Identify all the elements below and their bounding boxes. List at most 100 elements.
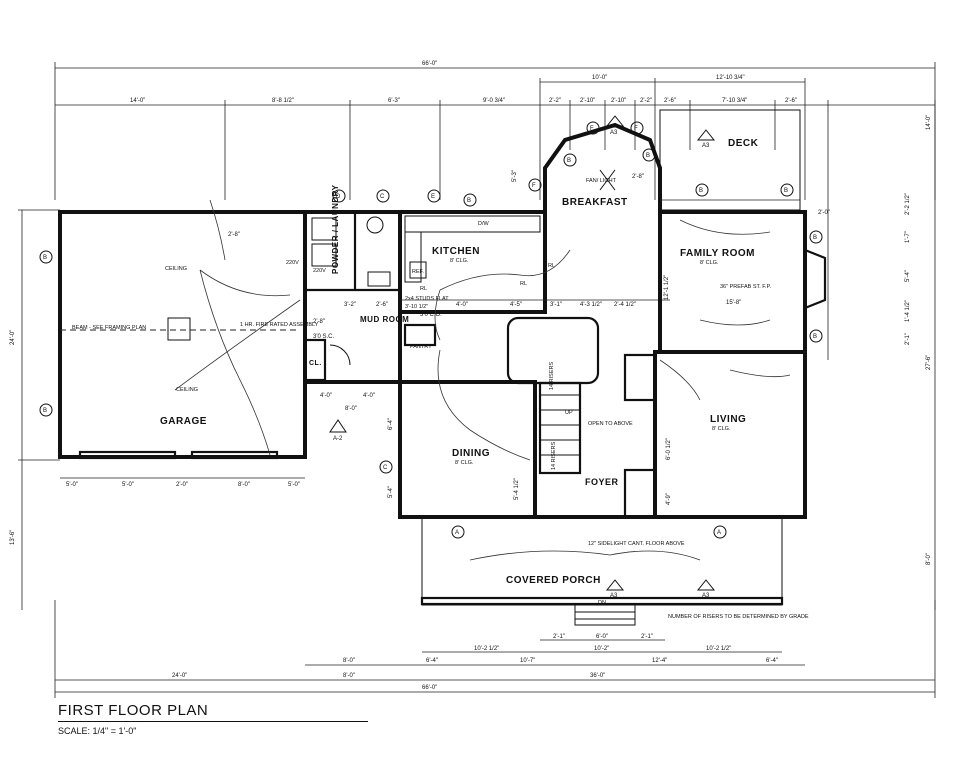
220v-note: 220V: [286, 260, 299, 266]
prefab-note: 36" PREFAB ST. F.P.: [720, 284, 772, 290]
garage-door-dim: 2'-8": [228, 232, 240, 238]
dining-dim-2: 5'-4": [388, 486, 394, 498]
breakfast-section-tag: A3: [610, 130, 618, 136]
plan-scale: SCALE: 1/4" = 1'-0": [58, 726, 137, 736]
220v-note-2: 220V: [313, 268, 326, 274]
bottom-dimensions: 2'-1" 6'-0" 2'-1" 10'-2 1/2" 10'-2" 10'-…: [54, 600, 936, 698]
dw-label: D/W: [478, 221, 490, 227]
kitchen-tag-b: B: [467, 198, 471, 204]
dining-dim-3: 5'-4 1/2": [514, 478, 520, 500]
dim-overall-top: 66'-0": [422, 61, 437, 67]
prefab-dim: 15'-8": [726, 300, 741, 306]
dim-10ft: 10'-0": [592, 75, 607, 81]
mud-dim-m4: 4'-0": [320, 393, 332, 399]
porch-dim-p5: 2'-1": [641, 634, 653, 640]
porch-dim-p3: 2'-1": [553, 634, 565, 640]
kitchen-tag-e: E: [431, 194, 435, 200]
porch-dim-p4: 6'-0": [596, 634, 608, 640]
porch-tag-a2: A: [717, 530, 721, 536]
dim-12ft: 12'-10 3/4": [716, 75, 745, 81]
bottom-dim-overall: 66'-0": [422, 685, 437, 691]
dim-9ft: 9'-0 3/4": [483, 98, 505, 104]
kitchen-dim-k4: 4'-3 1/2": [580, 302, 602, 308]
garage: GARAGE BEAM - SEE FRAMING PLAN CEILING C…: [39, 199, 319, 488]
family-room: FAMILY ROOM 8' CLG. 36" PREFAB ST. F.P. …: [658, 210, 830, 354]
family-dim-f1: 12'-1 1/2": [664, 275, 670, 300]
kitchen-dim-k5: 2'-4 1/2": [614, 302, 636, 308]
bottom-dim-c4: 24'-0": [172, 673, 187, 679]
dim-right-8ft: 8'-0": [926, 553, 932, 565]
risers-note: NUMBER OF RISERS TO BE DETERMINED BY GRA…: [668, 614, 809, 620]
breakfast: BREAKFAST FAN/ LIGHT 2'-8" F F B B F A3: [528, 115, 662, 212]
pantry-label: PANTRY: [410, 344, 432, 350]
porch-section-tag-2: A3: [702, 593, 710, 599]
dim-2ft10a: 2'-10": [580, 98, 595, 104]
dim-r1: 2'-2 1/2": [905, 193, 911, 215]
breakfast-tag-f2: F: [634, 126, 638, 132]
family-room-ceiling: 8' CLG.: [700, 260, 719, 266]
kitchen-dim-k2: 4'-5": [510, 302, 522, 308]
dining: DINING 8' CLG. C 6'-4" 5'-4" 5'-4 1/2": [379, 312, 537, 519]
breakfast-label: BREAKFAST: [562, 197, 628, 208]
bottom-dim-b1: 6'-4": [426, 658, 438, 664]
bottom-dim-c2: 36'-0": [590, 673, 605, 679]
dim-2ft2b: 2'-2": [640, 98, 652, 104]
mud-dim-m7: 3'0 S.C.: [313, 334, 334, 340]
bottom-dim-c1b: 8'-0": [343, 673, 355, 679]
kitchen-ceiling: 8' CLG.: [450, 258, 469, 264]
porch-section-tag-1: A3: [610, 593, 618, 599]
kitchen-dim-k6: 4'-0": [456, 302, 468, 308]
laundry-tag-c: C: [380, 194, 385, 200]
porch-dim-p2: 10'-2 1/2": [706, 646, 731, 652]
powder-laundry-label: POWDER / LAUNDRY: [331, 184, 340, 274]
bottom-dim-b2: 10'-7": [520, 658, 535, 664]
dim-2ft6a: 2'-6": [664, 98, 676, 104]
dim-right-27ft: 27'-6": [926, 355, 932, 370]
dim-left-24ft: 24'-0": [10, 330, 16, 345]
dim-14ft: 14'-0": [130, 98, 145, 104]
dim-2ft2a: 2'-2": [549, 98, 561, 104]
bottom-dim-b5: 6'-4": [766, 658, 778, 664]
mud-room-label: MUD ROOM: [360, 315, 409, 324]
kitchen-label: KITCHEN: [432, 246, 480, 257]
laundry-tag-d: D: [336, 194, 341, 200]
mud-dim-m5: 8'-0": [345, 406, 357, 412]
dim-k1: 5'-3": [512, 170, 518, 182]
kitchen-dim-k3: 3'-1": [550, 302, 562, 308]
bottom-dim-b4: 12'-4": [652, 658, 667, 664]
dim-right-14ft: 14'-0": [926, 115, 932, 130]
foyer-label: FOYER: [585, 477, 619, 487]
family-dim-f3: 2'-0": [818, 210, 830, 216]
deck-section-tag: A3: [702, 143, 710, 149]
rl-label-2: RL: [520, 281, 527, 287]
fan-light-note: FAN/ LIGHT: [586, 178, 617, 184]
dim-r4: 1'-4 1/2": [905, 300, 911, 322]
top-dimensions: 66'-0" 10'-0" 12'-10 3/4" 14'-0" 8'-8 1/…: [54, 61, 936, 200]
breakfast-tag-f3: F: [532, 183, 536, 189]
bottom-dim-c1a: 8'-0": [343, 658, 355, 664]
porch-tag-a1: A: [455, 530, 459, 536]
garage-tag-b1: B: [43, 255, 47, 261]
garage-dim-3: 2'-0": [176, 482, 188, 488]
garage-tag-b2: B: [43, 408, 47, 414]
sidelight-note: 12" SIDELIGHT CANT. FLOOR ABOVE: [588, 541, 685, 547]
living-ceiling: 8' CLG.: [712, 426, 731, 432]
pantry-door-dim: 3'0 C.O.: [420, 312, 442, 318]
porch-dim-b3: 10'-2": [594, 646, 609, 652]
dim-7ft10: 7'-10 3/4": [722, 98, 747, 104]
studs-dim: 3'-10 1/2": [405, 304, 428, 310]
dim-6ft3: 6'-3": [388, 98, 400, 104]
beam-note: BEAM - SEE FRAMING PLAN: [72, 325, 146, 331]
stair-risers-1: 14 RISERS: [549, 362, 555, 390]
dim-left-13ft: 13'-6": [10, 530, 16, 545]
fire-rated-note: 1 HR. FIRE RATED ASSEMBLY: [240, 322, 319, 328]
dim-2ft10b: 2'-10": [611, 98, 626, 104]
garage-dim-4: 8'-0": [238, 482, 250, 488]
closet-label: CL.: [309, 360, 322, 367]
living-dim-1: 6'-0 1/2": [666, 438, 672, 460]
dining-dim-1: 6'-4": [388, 418, 394, 430]
garage-ceiling-note: CEILING: [165, 266, 187, 272]
garage-ceiling-note-2: CEILING: [176, 387, 198, 393]
section-tag-a2: A-2: [333, 436, 343, 442]
dim-r2: 1'-7": [905, 231, 911, 243]
